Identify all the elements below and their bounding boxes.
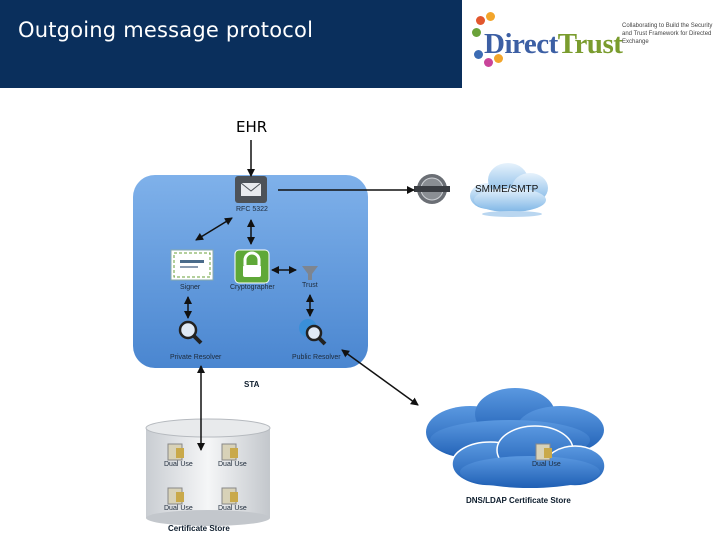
dual-use-label-4: Dual Use <box>218 505 247 512</box>
logo-petal-icon <box>474 50 483 59</box>
trust-label: Trust <box>302 282 318 289</box>
smime-cloud <box>470 163 548 217</box>
signer-label: Signer <box>180 284 201 291</box>
dns-ldap-cloud <box>426 388 606 488</box>
public-resolver-label: Public Resolver <box>292 354 341 361</box>
padlock-icon <box>234 249 270 284</box>
logo-petal-icon <box>486 12 495 21</box>
magnifier-icon <box>178 320 203 345</box>
dns-ldap-store-label: DNS/LDAP Certificate Store <box>466 496 571 505</box>
encrypted-seal-icon <box>414 174 450 204</box>
logo-petal-icon <box>494 54 503 63</box>
certificate-store-label: Certificate Store <box>168 524 230 533</box>
dual-use-cert-icon <box>221 487 238 505</box>
ehr-label: EHR <box>236 118 268 136</box>
title-bar: Outgoing message protocol <box>0 0 462 88</box>
certificate-store-cylinder <box>145 418 271 526</box>
dual-use-label-2: Dual Use <box>218 461 247 468</box>
directtrust-logo: DirectTrust Collaborating to Build the S… <box>462 0 720 88</box>
logo-petal-icon <box>472 28 481 37</box>
smime-smtp-label: SMIME/SMTP <box>475 184 539 195</box>
certificate-icon <box>170 249 214 281</box>
dual-use-label-1: Dual Use <box>164 461 193 468</box>
dual-use-cert-icon <box>535 443 552 461</box>
envelope-icon <box>235 176 267 203</box>
dual-use-cloud-label: Dual Use <box>532 461 561 468</box>
globe-search-icon <box>299 319 327 346</box>
funnel-icon <box>302 266 318 280</box>
arrow-public-dns <box>341 349 419 406</box>
logo-word-direct: Direct <box>484 28 558 60</box>
sta-label: STA <box>244 380 260 389</box>
dual-use-cert-icon <box>167 443 184 461</box>
logo-tagline: Collaborating to Build the Security and … <box>622 23 713 45</box>
arrow-rfc-signer <box>195 217 233 241</box>
logo-petal-icon <box>476 16 485 25</box>
cryptographer-label: Cryptographer <box>230 284 275 291</box>
logo-petal-icon <box>484 58 493 67</box>
slide-title: Outgoing message protocol <box>18 18 314 42</box>
dual-use-label-3: Dual Use <box>164 505 193 512</box>
dual-use-cert-icon <box>167 487 184 505</box>
dual-use-cert-icon <box>221 443 238 461</box>
private-resolver-label: Private Resolver <box>170 354 222 361</box>
rfc-label: RFC 5322 <box>236 206 268 213</box>
logo-wordmark: DirectTrust <box>484 28 623 61</box>
logo-word-trust: Trust <box>557 28 623 60</box>
